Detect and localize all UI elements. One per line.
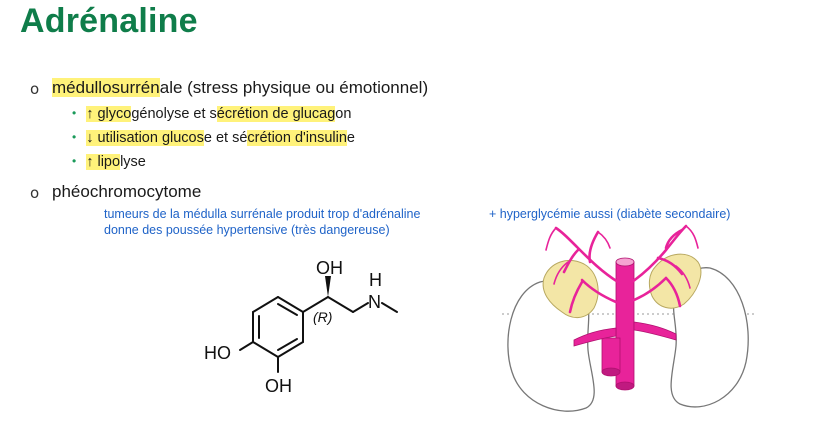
plain-text: e et sé — [203, 130, 248, 146]
bullet-circle-1: o — [30, 80, 40, 98]
highlight-text: crétion d'insulin — [247, 130, 347, 146]
plain-text: e — [346, 130, 355, 146]
note-tumeur-line2: donne des poussée hypertensive (très dan… — [104, 223, 390, 237]
highlight-text: ↑ glyco — [86, 106, 132, 122]
plain-text: on — [335, 106, 352, 122]
note-hyperglycemie: + hyperglycémie aussi (diabète secondair… — [489, 207, 731, 221]
text-stress: ale (stress physique ou émotionnel) — [159, 78, 429, 97]
nh-n-label: N — [368, 292, 381, 312]
note-tumeur: tumeurs de la médulla surrénale produit … — [104, 206, 420, 238]
highlight-text: écrétion de glucag — [216, 106, 336, 122]
note-tumeur-line1: tumeurs de la médulla surrénale produit … — [104, 207, 421, 221]
ho-left-label: HO — [204, 343, 231, 363]
kidney-adrenal-illustration — [502, 224, 754, 412]
bullet-pheochromocytome: phéochromocytome — [52, 182, 202, 201]
adrenaline-molecule: OH H N (R) HO OH — [204, 258, 398, 396]
plain-text: lyse — [120, 154, 146, 170]
stereo-label: (R) — [313, 309, 332, 325]
oh-bottom-label: OH — [265, 376, 292, 396]
sub-item-glycogenolyse: • ↑ glycogénolyse et sécrétion de glucago… — [72, 106, 351, 122]
plain-text: génolyse et s — [131, 106, 217, 122]
oh-top-label: OH — [316, 258, 343, 278]
nh-h-label: H — [369, 270, 382, 290]
highlight-medullosurrenale: médullosurrén — [52, 78, 160, 97]
highlight-text: ↓ utilisation glucos — [86, 130, 204, 146]
sub-bullet-dot: • — [72, 106, 77, 120]
sub-item-lipolyse: • ↑ lipolyse — [72, 154, 146, 170]
sub-bullet-dot: • — [72, 154, 77, 168]
bullet-medullosurrenale: médullosurrénale (stress physique ou émo… — [52, 78, 428, 98]
sub-item-glucose: • ↓ utilisation glucose et sécrétion d'in… — [72, 130, 355, 146]
bullet-circle-2: o — [30, 184, 40, 202]
page-title: Adrénaline — [20, 2, 198, 40]
highlight-text: ↑ lipo — [86, 154, 121, 170]
sub-bullet-dot: • — [72, 130, 77, 144]
